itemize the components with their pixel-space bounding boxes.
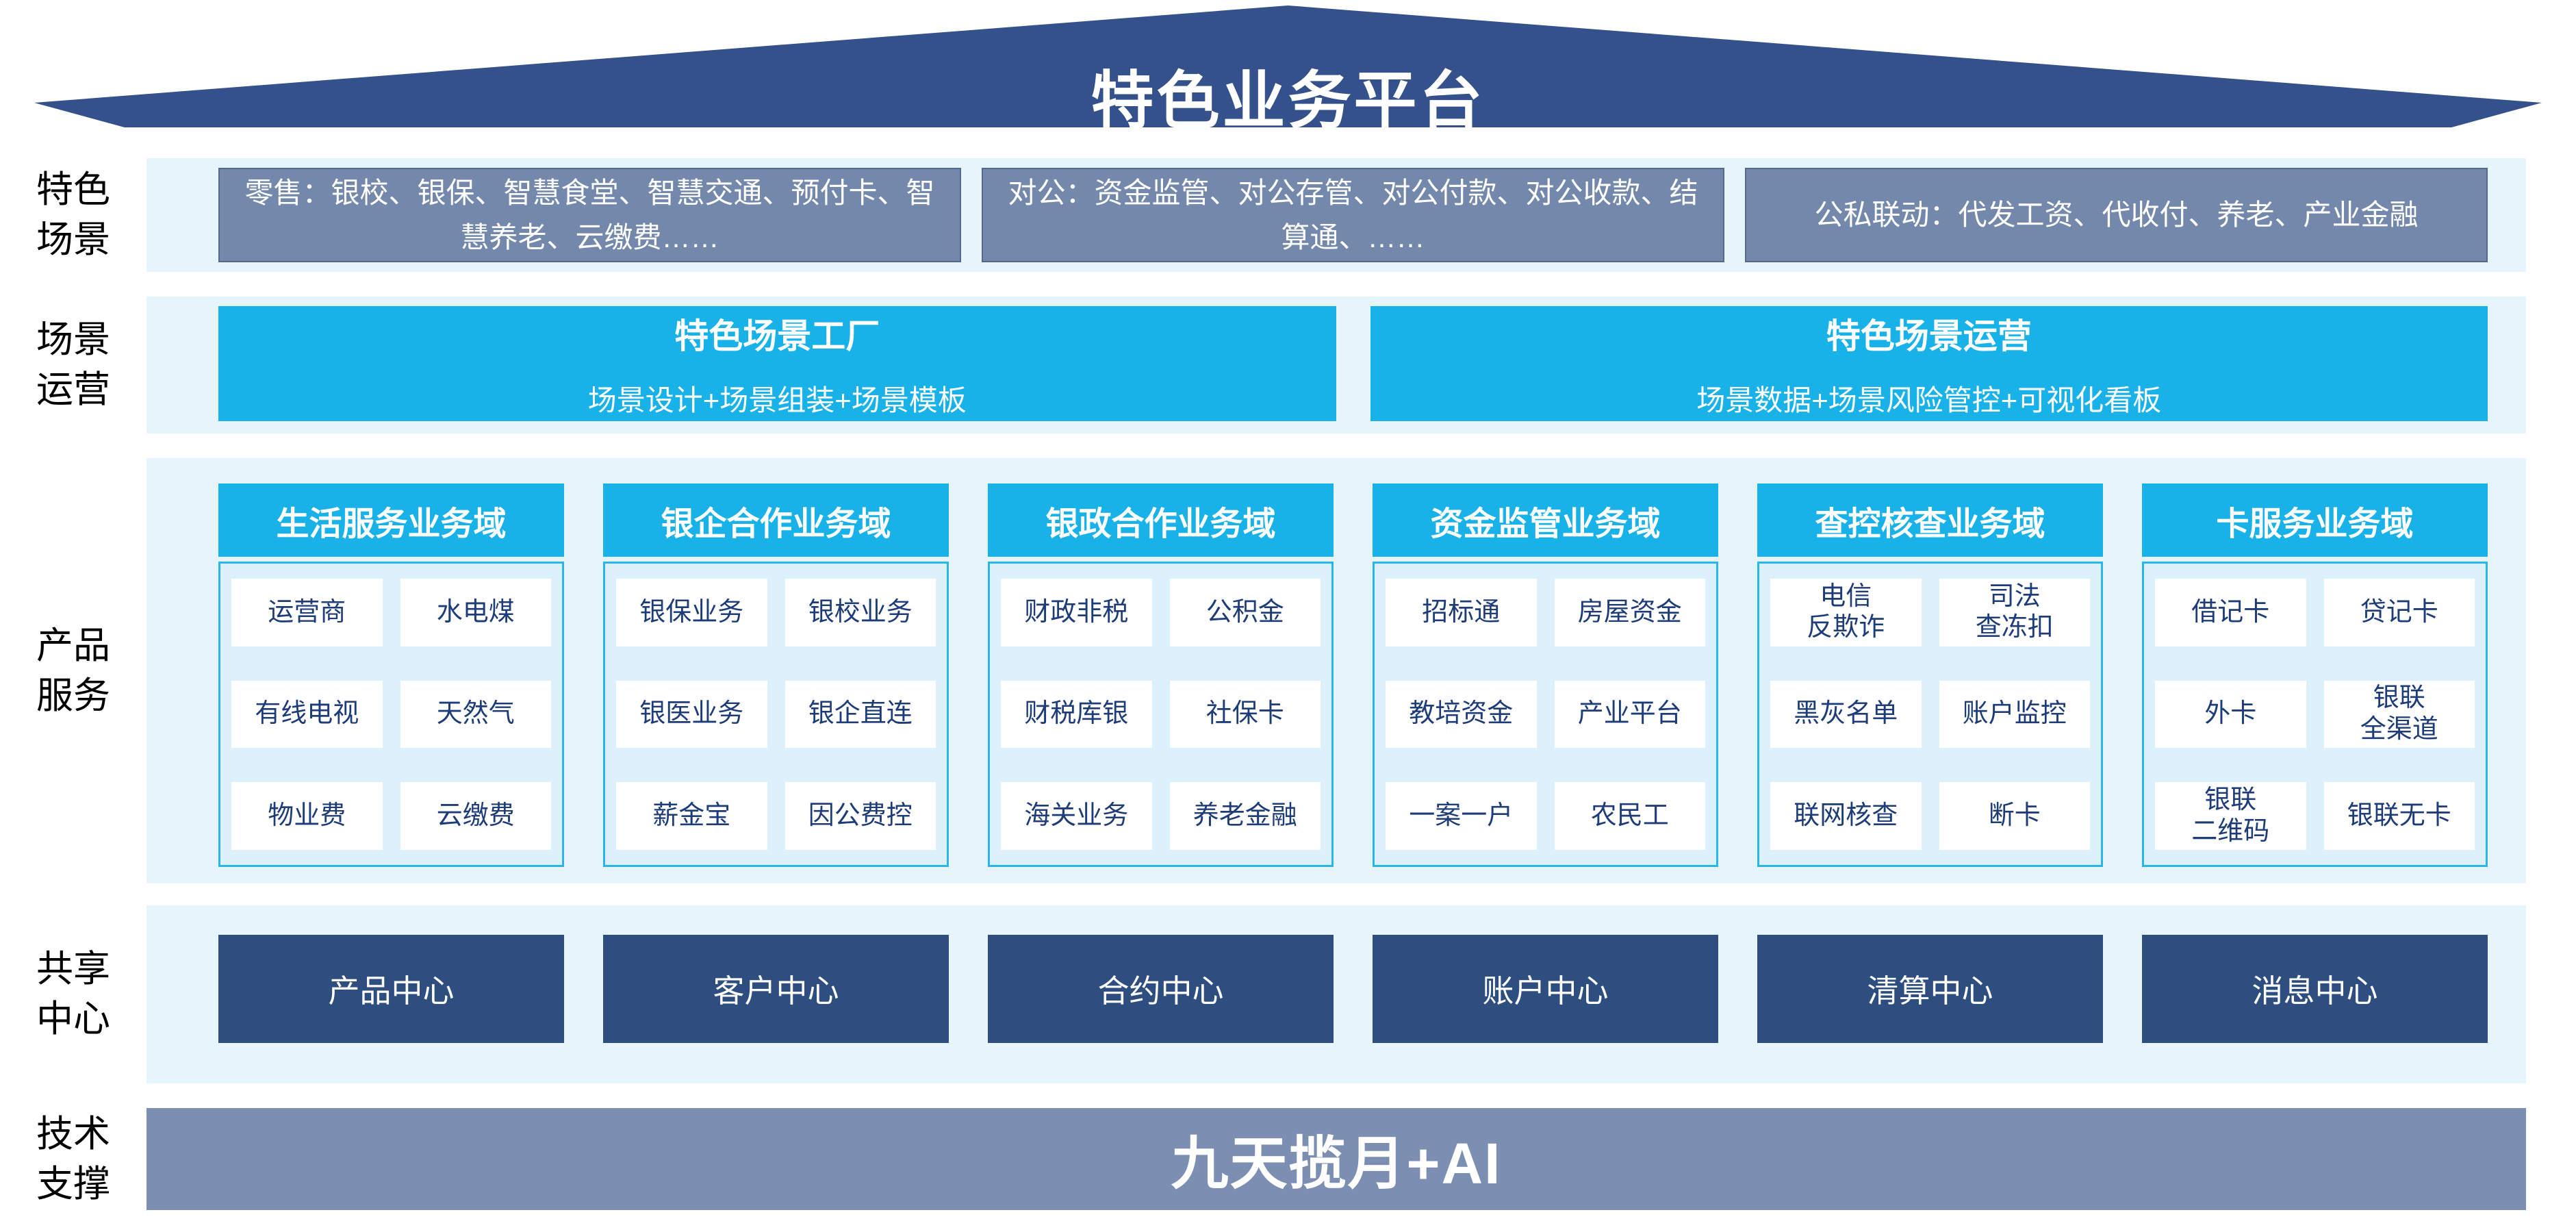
product-cell: 运营商 — [231, 579, 383, 646]
product-cell: 借记卡 — [2155, 579, 2306, 646]
domain-body: 银保业务 银校业务 银医业务 银企直连 薪金宝 因公费控 — [603, 562, 949, 867]
center-box-customer: 客户中心 — [603, 935, 949, 1043]
product-cell: 银企直连 — [785, 680, 936, 749]
product-cell: 黑灰名单 — [1770, 680, 1922, 749]
operations-band: 特色场景工厂 场景设计+场景组装+场景模板 特色场景运营 场景数据+场景风险管控… — [146, 297, 2526, 433]
row-label-shared-centers: 共享 中心 — [36, 948, 110, 1040]
domain-column-card-services: 卡服务业务域 借记卡 贷记卡 外卡 银联 全渠道 银联 二维码 银联无卡 — [2142, 483, 2488, 867]
scene-operation-box: 特色场景运营 场景数据+场景风险管控+可视化看板 — [1370, 306, 2488, 421]
domain-column-bank-enterprise: 银企合作业务域 银保业务 银校业务 银医业务 银企直连 薪金宝 因公费控 — [603, 483, 949, 867]
product-cell: 农民工 — [1554, 782, 1705, 850]
product-cell: 电信 反欺诈 — [1770, 579, 1922, 646]
product-cell: 产业平台 — [1554, 680, 1705, 749]
domain-header: 生活服务业务域 — [218, 483, 564, 557]
scene-operation-title: 特色场景运营 — [1826, 316, 2032, 355]
tech-banner-title: 九天揽月+AI — [1171, 1131, 1502, 1196]
product-cell: 司法 查冻扣 — [1939, 579, 2090, 646]
domain-header: 银企合作业务域 — [603, 483, 949, 557]
product-cell: 银保业务 — [616, 579, 767, 646]
product-cell: 银校业务 — [785, 579, 936, 646]
scene-factory-title: 特色场景工厂 — [674, 316, 880, 355]
scene-operation-subtitle: 场景数据+场景风险管控+可视化看板 — [1696, 384, 2162, 416]
domain-column-bank-government: 银政合作业务域 财政非税 公积金 财税库银 社保卡 海关业务 养老金融 — [988, 483, 1334, 867]
product-cell: 物业费 — [231, 782, 383, 850]
product-cell: 公积金 — [1169, 579, 1321, 646]
domain-header: 查控核查业务域 — [1757, 483, 2103, 557]
product-cell: 招标通 — [1386, 579, 1537, 646]
product-cell: 养老金融 — [1169, 782, 1321, 850]
row-label-products: 产品 服务 — [36, 625, 110, 716]
center-box-contract: 合约中心 — [988, 935, 1334, 1043]
domain-column-fund-supervision: 资金监管业务域 招标通 房屋资金 教培资金 产业平台 一案一户 农民工 — [1373, 483, 1718, 867]
scenes-band: 零售：银校、银保、智慧食堂、智慧交通、预付卡、智慧养老、云缴费…… 对公：资金监… — [146, 158, 2526, 272]
product-cell: 账户监控 — [1939, 680, 2090, 749]
domain-body: 运营商 水电煤 有线电视 天然气 物业费 云缴费 — [218, 562, 564, 867]
product-cell: 财税库银 — [1001, 680, 1152, 749]
scene-box-public-private: 公私联动：代发工资、代收付、养老、产业金融 — [1745, 168, 2488, 262]
scene-box-corporate: 对公：资金监管、对公存管、对公付款、对公收款、结算通、…… — [982, 168, 1724, 262]
platform-title: 特色业务平台 — [1091, 66, 1485, 136]
center-box-message: 消息中心 — [2142, 935, 2488, 1043]
roof-banner: 特色业务平台 — [34, 5, 2542, 136]
product-cell: 一案一户 — [1386, 782, 1537, 850]
product-cell: 银联 全渠道 — [2323, 680, 2475, 749]
domain-column-life-services: 生活服务业务域 运营商 水电煤 有线电视 天然气 物业费 云缴费 — [218, 483, 564, 867]
product-cell: 联网核查 — [1770, 782, 1922, 850]
domain-body: 电信 反欺诈 司法 查冻扣 黑灰名单 账户监控 联网核查 断卡 — [1757, 562, 2103, 867]
domain-header: 银政合作业务域 — [988, 483, 1334, 557]
scene-factory-subtitle: 场景设计+场景组装+场景模板 — [587, 384, 967, 416]
domain-header: 资金监管业务域 — [1373, 483, 1718, 557]
product-cell: 海关业务 — [1001, 782, 1152, 850]
row-label-tech-support: 技术 支撑 — [36, 1113, 110, 1205]
product-cell: 银联 二维码 — [2155, 782, 2306, 850]
domain-body: 招标通 房屋资金 教培资金 产业平台 一案一户 农民工 — [1373, 562, 1718, 867]
product-cell: 银医业务 — [616, 680, 767, 749]
product-cell: 云缴费 — [400, 782, 551, 850]
domain-body: 财政非税 公积金 财税库银 社保卡 海关业务 养老金融 — [988, 562, 1334, 867]
product-cell: 银联无卡 — [2323, 782, 2475, 850]
domain-header: 卡服务业务域 — [2142, 483, 2488, 557]
product-cell: 因公费控 — [785, 782, 936, 850]
domain-body: 借记卡 贷记卡 外卡 银联 全渠道 银联 二维码 银联无卡 — [2142, 562, 2488, 867]
product-cell: 有线电视 — [231, 680, 383, 749]
product-cell: 外卡 — [2155, 680, 2306, 749]
row-label-operations: 场景 运营 — [36, 319, 110, 410]
scene-box-retail: 零售：银校、银保、智慧食堂、智慧交通、预付卡、智慧养老、云缴费…… — [218, 168, 961, 262]
center-box-product: 产品中心 — [218, 935, 564, 1043]
product-cell: 社保卡 — [1169, 680, 1321, 749]
shared-centers-band: 产品中心 客户中心 合约中心 账户中心 清算中心 消息中心 — [146, 905, 2526, 1083]
tech-support-banner: 九天揽月+AI — [146, 1108, 2526, 1210]
domain-column-inquiry-control: 查控核查业务域 电信 反欺诈 司法 查冻扣 黑灰名单 账户监控 联网核查 断卡 — [1757, 483, 2103, 867]
product-cell: 天然气 — [400, 680, 551, 749]
product-cell: 水电煤 — [400, 579, 551, 646]
product-cell: 薪金宝 — [616, 782, 767, 850]
scene-factory-box: 特色场景工厂 场景设计+场景组装+场景模板 — [218, 306, 1336, 421]
center-box-account: 账户中心 — [1373, 935, 1718, 1043]
product-cell: 教培资金 — [1386, 680, 1537, 749]
product-cell: 财政非税 — [1001, 579, 1152, 646]
product-cell: 断卡 — [1939, 782, 2090, 850]
center-box-clearing: 清算中心 — [1757, 935, 2103, 1043]
product-cell: 贷记卡 — [2323, 579, 2475, 646]
row-label-scenes: 特色 场景 — [36, 169, 110, 260]
product-cell: 房屋资金 — [1554, 579, 1705, 646]
products-band: 生活服务业务域 运营商 水电煤 有线电视 天然气 物业费 云缴费 银企合作业务域… — [146, 458, 2526, 883]
